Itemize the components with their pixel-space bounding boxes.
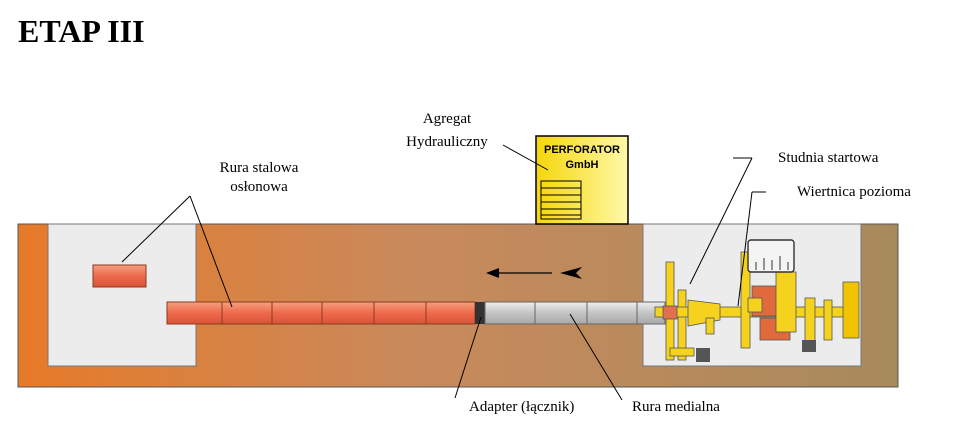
label-start-pit: Studnia startowa — [778, 150, 879, 166]
page-title: ETAP III — [18, 13, 145, 49]
label-aggregate-line1: Agregat — [423, 111, 472, 127]
label-medial-pipe: Rura medialna — [632, 399, 720, 415]
medial-pipe-string — [484, 301, 666, 325]
aggregate-brand-line2: GmbH — [566, 159, 599, 171]
aggregate-brand-line1: PERFORATOR — [544, 144, 620, 156]
label-drilling-rig: Wiertnica pozioma — [797, 184, 911, 200]
casing-pipe-section — [92, 264, 147, 288]
label-adapter: Adapter (łącznik) — [469, 399, 574, 415]
drilling-rig — [654, 239, 860, 362]
label-casing-pipe-line1: Rura stalowa — [220, 160, 299, 176]
label-aggregate-line2: Hydrauliczny — [406, 134, 488, 150]
direction-arrow — [486, 267, 582, 279]
casing-pipe-string — [166, 301, 476, 325]
hydraulic-aggregate: PERFORATOR GmbH — [535, 135, 629, 225]
label-casing-pipe-line2: osłonowa — [230, 179, 288, 195]
leader-lines — [121, 144, 766, 401]
receiving-pit — [47, 223, 197, 367]
adapter — [475, 302, 485, 324]
